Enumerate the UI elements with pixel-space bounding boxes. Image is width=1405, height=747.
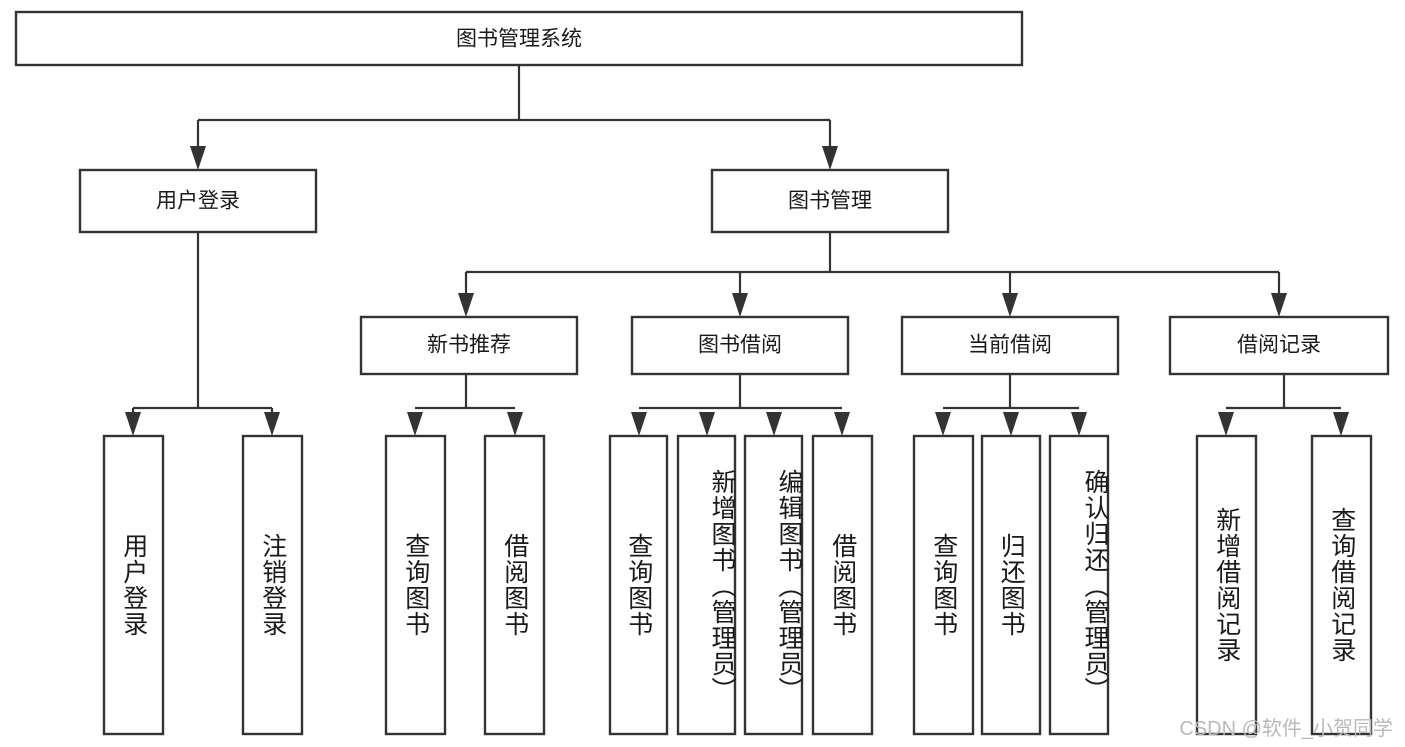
arrow-to-user-login [190, 146, 206, 170]
leaf-confirm-return-box[interactable] [1048, 434, 1110, 736]
arrow-to-current-borrow [1002, 293, 1018, 317]
arrow-to-book-manage [822, 146, 838, 170]
connector-layer [125, 65, 1349, 436]
current-borrow-label: 当前借阅 [968, 334, 1052, 357]
current-borrow-box[interactable] [900, 315, 1120, 376]
arrow-to-leaf-add-record [1218, 412, 1234, 436]
user-login-label: 用户登录 [156, 190, 240, 213]
book-borrow-label: 图书借阅 [698, 334, 782, 357]
arrow-to-leaf-borrow-book-1 [507, 412, 523, 436]
arrow-to-leaf-confirm-return [1071, 412, 1087, 436]
arrow-to-leaf-return-book [1003, 412, 1019, 436]
arrow-to-leaf-query-record [1333, 412, 1349, 436]
leaf-add-book-box[interactable] [676, 434, 737, 736]
leaf-query-record-box[interactable] [1310, 434, 1373, 736]
node-root[interactable]: 图书管理系统 [14, 10, 1024, 67]
leaf-query-book-3-box[interactable] [912, 434, 975, 736]
node-user-login[interactable]: 用户登录 [78, 168, 318, 234]
leaf-return-book-box[interactable] [980, 434, 1042, 736]
book-manage-box[interactable] [710, 168, 950, 234]
node-book-borrow[interactable]: 图书借阅 [630, 315, 850, 376]
leaf-query-book-1-box[interactable] [384, 434, 447, 736]
csdn-watermark: CSDN @软件_小贺同学 [1179, 718, 1393, 740]
arrow-to-leaf-query-book-3 [935, 412, 951, 436]
leaf-logout-box[interactable] [241, 434, 304, 736]
leaf-borrow-book-2-box[interactable] [811, 434, 874, 736]
book-manage-label: 图书管理 [788, 190, 872, 213]
new-book-recommend-label: 新书推荐 [427, 334, 511, 357]
leaf-query-book-2-box[interactable] [608, 434, 669, 736]
user-login-box[interactable] [78, 168, 318, 234]
arrow-to-borrow-record [1271, 293, 1287, 317]
leaf-edit-book-box[interactable] [743, 434, 804, 736]
node-new-book-recommend[interactable]: 新书推荐 [359, 315, 579, 376]
leaf-add-record-box[interactable] [1195, 434, 1258, 736]
arrow-to-book-borrow [732, 293, 748, 317]
arrow-to-leaf-edit-book [766, 412, 782, 436]
arrow-to-leaf-add-book [699, 412, 715, 436]
leaf-boxes-layer [102, 434, 1373, 736]
node-book-manage[interactable]: 图书管理 [710, 168, 950, 234]
arrow-to-leaf-user-login [125, 412, 141, 436]
arrow-to-new-book-recommend [458, 293, 474, 317]
leaf-user-login-box[interactable] [102, 434, 165, 736]
arrow-to-leaf-borrow-book-2 [834, 412, 850, 436]
borrow-record-box[interactable] [1168, 315, 1390, 376]
arrow-to-leaf-query-book-1 [407, 412, 423, 436]
node-current-borrow[interactable]: 当前借阅 [900, 315, 1120, 376]
book-borrow-box[interactable] [630, 315, 850, 376]
arrow-to-leaf-query-book-2 [631, 412, 647, 436]
node-borrow-record[interactable]: 借阅记录 [1168, 315, 1390, 376]
root-box[interactable] [14, 10, 1024, 67]
leaf-borrow-book-1-box[interactable] [483, 434, 546, 736]
new-book-recommend-box[interactable] [359, 315, 579, 376]
root-label: 图书管理系统 [456, 28, 582, 51]
arrow-to-leaf-logout [264, 412, 280, 436]
borrow-record-label: 借阅记录 [1237, 334, 1321, 357]
